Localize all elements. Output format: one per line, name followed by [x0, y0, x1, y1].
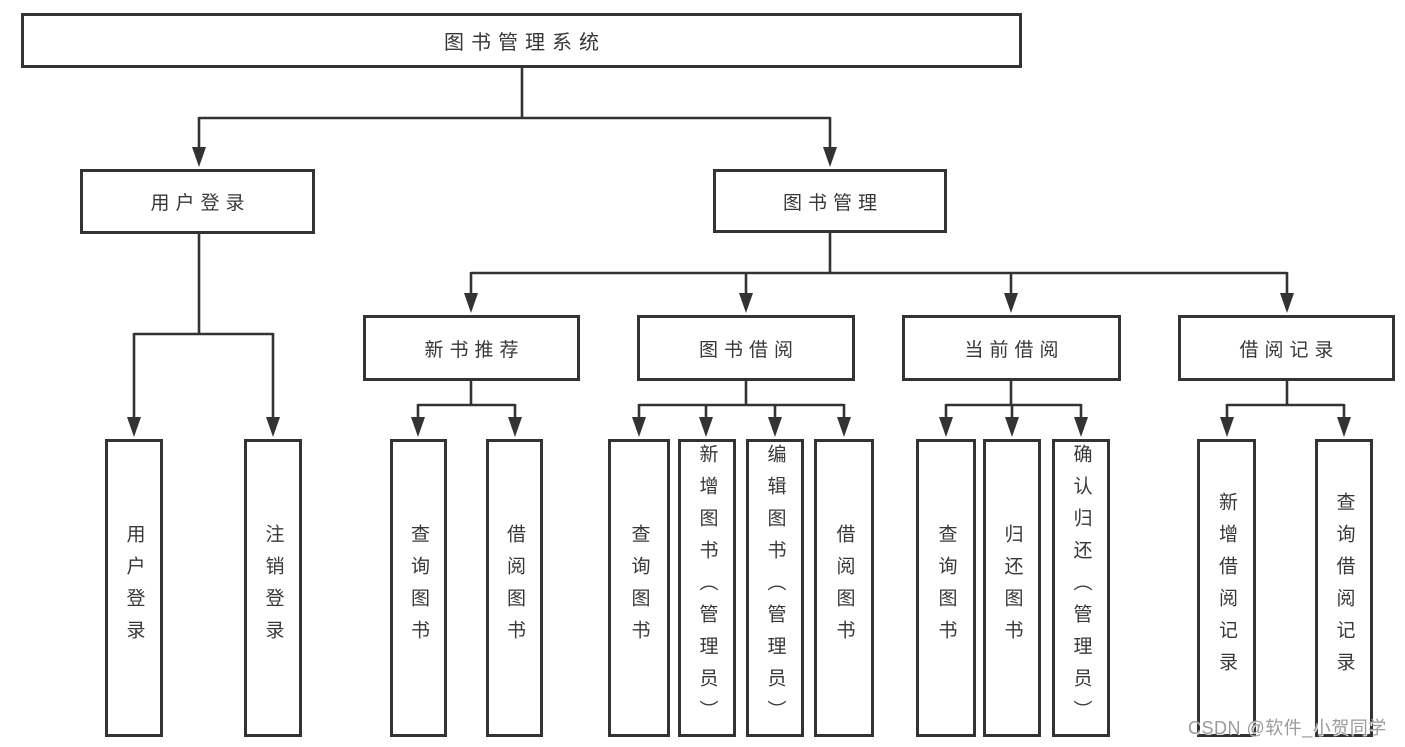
node-book-borrowing-label: 图书借阅	[698, 339, 799, 361]
node-user-login-label: 用户登录	[150, 193, 251, 214]
node-user-login: 用户登录	[80, 169, 315, 234]
leaf-cb-confirm-return-admin-label: 确认归还（管理员）	[1070, 444, 1092, 732]
node-root: 图书管理系统	[21, 13, 1022, 68]
connector-current-borrow-children	[939, 381, 1088, 437]
leaf-nb-borrow-books: 借阅图书	[486, 439, 543, 737]
node-book-management: 图书管理	[713, 169, 947, 233]
leaf-br-add-borrow-record-label: 新增借阅记录	[1216, 492, 1237, 684]
leaf-nb-query-books-label: 查询图书	[408, 524, 429, 652]
node-borrowing-records-label: 借阅记录	[1239, 339, 1340, 361]
node-new-book-recommendation: 新书推荐	[363, 315, 580, 381]
node-borrowing-records: 借阅记录	[1178, 315, 1395, 381]
leaf-cb-return-books-label: 归还图书	[1001, 524, 1023, 652]
leaf-bb-add-book-admin: 新增图书（管理员）	[678, 439, 736, 737]
node-new-book-recommendation-label: 新书推荐	[424, 339, 525, 361]
leaf-bb-query-books-label: 查询图书	[628, 524, 650, 652]
leaf-br-query-borrow-record: 查询借阅记录	[1315, 439, 1373, 737]
connector-new-book-children	[411, 381, 522, 437]
leaf-cb-query-books-label: 查询图书	[935, 524, 957, 652]
node-root-label: 图书管理系统	[444, 32, 606, 54]
leaf-bb-borrow-books-label: 借阅图书	[833, 524, 855, 652]
node-current-borrowing-label: 当前借阅	[964, 339, 1065, 361]
leaf-bb-edit-book-admin: 编辑图书（管理员）	[746, 439, 804, 737]
leaf-logout: 注销登录	[244, 439, 302, 737]
connector-user-login-children	[127, 234, 280, 437]
leaf-br-query-borrow-record-label: 查询借阅记录	[1333, 492, 1355, 684]
leaf-user-login: 用户登录	[105, 439, 163, 737]
leaf-user-login-label: 用户登录	[123, 524, 145, 652]
leaf-cb-query-books: 查询图书	[916, 439, 976, 737]
csdn-watermark: CSDN @软件_小贺同学	[1188, 718, 1387, 738]
leaf-bb-edit-book-admin-label: 编辑图书（管理员）	[764, 444, 786, 732]
leaf-cb-return-books: 归还图书	[983, 439, 1041, 737]
leaf-cb-confirm-return-admin: 确认归还（管理员）	[1052, 439, 1110, 737]
leaf-logout-label: 注销登录	[262, 524, 284, 652]
connector-book-borrow-children	[632, 381, 851, 437]
leaf-nb-borrow-books-label: 借阅图书	[504, 524, 525, 652]
leaf-br-add-borrow-record: 新增借阅记录	[1197, 439, 1256, 737]
connector-book-management-children	[464, 233, 1294, 313]
node-book-borrowing: 图书借阅	[637, 315, 855, 381]
connector-root-to-level1	[192, 67, 837, 167]
leaf-nb-query-books: 查询图书	[390, 439, 447, 737]
connector-borrow-records-children	[1220, 381, 1351, 437]
node-book-management-label: 图书管理	[782, 192, 883, 214]
node-current-borrowing: 当前借阅	[902, 315, 1121, 381]
leaf-bb-query-books: 查询图书	[608, 439, 670, 737]
leaf-bb-borrow-books: 借阅图书	[814, 439, 874, 737]
leaf-bb-add-book-admin-label: 新增图书（管理员）	[696, 444, 718, 732]
